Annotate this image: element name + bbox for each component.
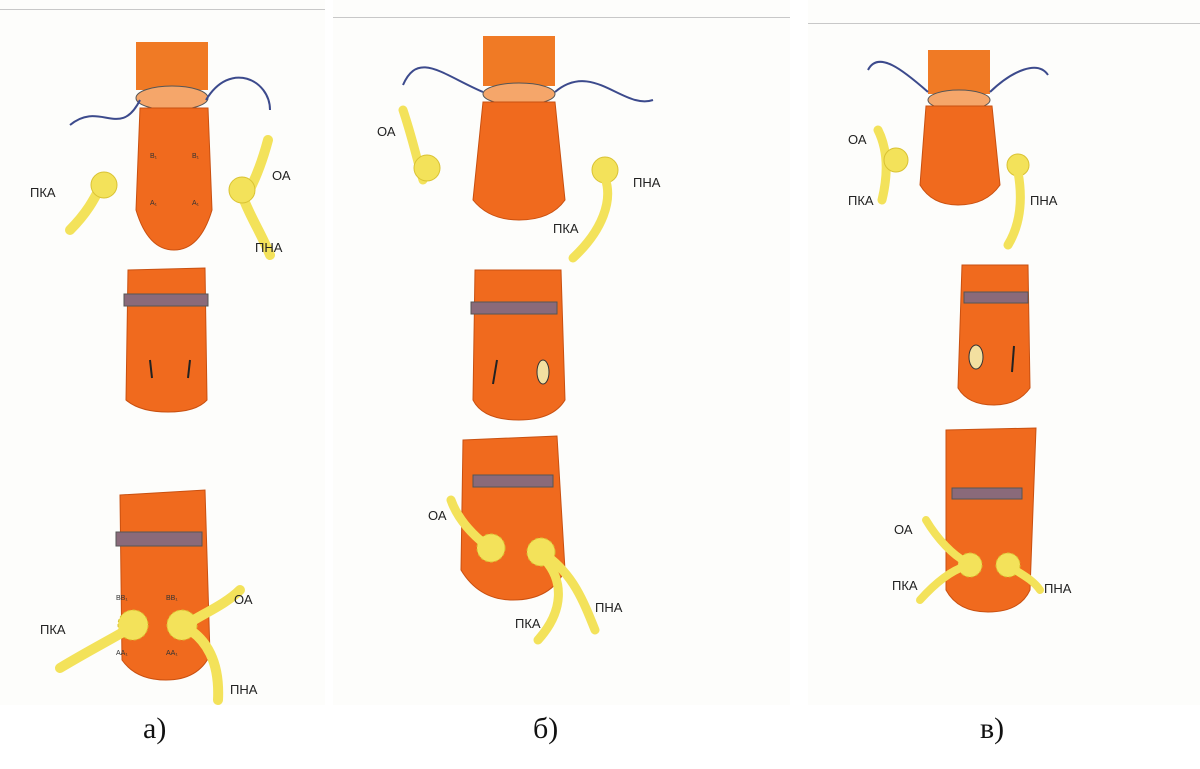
- opening: [537, 360, 549, 384]
- graft-middle: [958, 265, 1030, 405]
- sutured-anastomosis: [964, 292, 1028, 303]
- aortic-graft-top: [403, 36, 653, 220]
- sutured-anastomosis: [124, 294, 208, 306]
- caption-b: б): [533, 712, 558, 746]
- vessel-right-top: [229, 140, 270, 255]
- label-pka-top: ПКА: [553, 221, 579, 236]
- marker-bb1: BB₁: [116, 595, 128, 602]
- vessel-pka: [60, 628, 130, 668]
- graft-middle: [124, 268, 208, 412]
- graft-bottom: [451, 436, 595, 640]
- panel-a: ПКА ОА ПНА B₁ B₁ A₁ A₁ BB₁ BB₁ AA₁ AA₁ П…: [0, 0, 325, 705]
- graft-middle: [471, 270, 565, 420]
- graft-body: [120, 490, 210, 680]
- label-oa-top: ОА: [377, 124, 396, 139]
- marker-b1: B₁: [150, 153, 158, 160]
- label-oa-bottom: ОА: [428, 508, 447, 523]
- label-pna-bottom: ПНА: [1044, 581, 1072, 596]
- vessel-left-top: [414, 155, 440, 181]
- sutured-anastomosis: [952, 488, 1022, 499]
- graft-body: [136, 108, 212, 250]
- vessel-pna-top: [1008, 172, 1020, 245]
- marker-bb1-right: BB₁: [166, 595, 178, 602]
- panel-c: ОА ПКА ПНА ОА ПКА ПНА: [808, 0, 1200, 705]
- sutured-anastomosis: [473, 475, 553, 487]
- vessel-pka-top: [573, 178, 608, 258]
- sutured-anastomosis: [116, 532, 202, 546]
- sutured-anastomosis: [471, 302, 557, 314]
- caption-c: в): [980, 712, 1004, 746]
- graft-bottom: BB₁ BB₁ AA₁ AA₁: [60, 490, 240, 700]
- panel-a-drawing: ПКА ОА ПНА B₁ B₁ A₁ A₁ BB₁ BB₁ AA₁ AA₁ П…: [0, 0, 325, 705]
- label-pka-bottom: ПКА: [515, 616, 541, 631]
- panel-b: ОА ПНА ПКА ОА ПКА ПНА: [333, 0, 790, 705]
- panel-b-drawing: ОА ПНА ПКА ОА ПКА ПНА: [333, 0, 790, 705]
- marker-aa1-right: AA₁: [166, 650, 178, 657]
- vessel-left-top: [70, 172, 117, 230]
- marker-b1-right: B₁: [192, 153, 200, 160]
- label-pna-bottom: ПНА: [595, 600, 623, 615]
- marker-aa1: AA₁: [116, 650, 128, 657]
- label-pna-top: ПНА: [633, 175, 661, 190]
- vessel-pka-pna: [538, 556, 595, 640]
- graft-bottom: [920, 428, 1040, 612]
- graft-body: [126, 268, 207, 412]
- label-pna-top: ПНА: [255, 240, 283, 255]
- label-oa-top: ОА: [272, 168, 291, 183]
- label-oa-bottom: ОА: [234, 592, 253, 607]
- label-pka-bottom: ПКА: [40, 622, 66, 637]
- label-pna-top: ПНА: [1030, 193, 1058, 208]
- vessel-left-top: [884, 148, 908, 172]
- anastomosis-ring: [136, 86, 208, 110]
- label-oa-top: ОА: [848, 132, 867, 147]
- caption-a: а): [143, 712, 166, 746]
- marker-a1: A₁: [150, 200, 158, 207]
- aortic-graft-top: [70, 42, 270, 250]
- marker-a1-right: A₁: [192, 200, 200, 207]
- aorta-stump: [136, 42, 208, 90]
- label-oa-bottom: ОА: [894, 522, 913, 537]
- opening: [969, 345, 983, 369]
- label-pka-top: ПКА: [30, 185, 56, 200]
- label-pka-bottom: ПКА: [892, 578, 918, 593]
- label-pna-bottom: ПНА: [230, 682, 258, 697]
- panel-c-drawing: ОА ПКА ПНА ОА ПКА ПНА: [808, 0, 1200, 705]
- label-pka-top: ПКА: [848, 193, 874, 208]
